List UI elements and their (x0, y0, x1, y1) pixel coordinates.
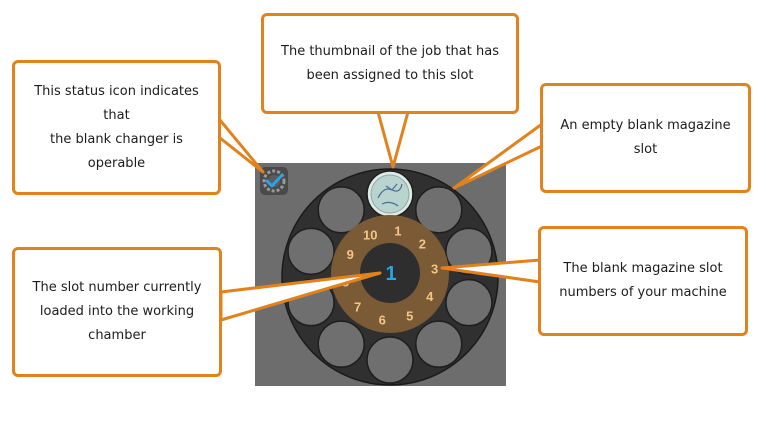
empty-magazine-slot[interactable] (415, 320, 463, 368)
check-gear-icon[interactable] (260, 167, 288, 195)
slot-number-label: 2 (419, 237, 426, 252)
callout-status-icon: This status icon indicates that the blan… (12, 60, 221, 195)
connector-status (213, 112, 265, 174)
empty-magazine-slot[interactable] (317, 186, 365, 234)
empty-magazine-slot[interactable] (317, 320, 365, 368)
slot-number-label: 3 (431, 262, 438, 277)
callout-empty-slot: An empty blank magazine slot (540, 83, 751, 193)
callout-current-slot-text: The slot number currently loaded into th… (32, 280, 202, 343)
slot-number-label: 7 (354, 299, 361, 314)
callout-slot-numbers-text: The blank magazine slot numbers of your … (559, 261, 727, 300)
empty-magazine-slot[interactable] (287, 227, 335, 276)
callout-slot-numbers: The blank magazine slot numbers of your … (538, 226, 748, 336)
callout-empty-slot-text: An empty blank magazine slot (560, 118, 731, 157)
empty-magazine-slot[interactable] (445, 227, 493, 276)
connector-empty-slot (452, 122, 544, 190)
empty-magazine-slot[interactable] (445, 278, 493, 327)
connector-slot-numbers (440, 258, 542, 284)
center-hub (360, 243, 420, 303)
slot-number-label: 1 (394, 224, 401, 239)
empty-magazine-slot[interactable] (415, 186, 463, 234)
slot-number-label: 5 (406, 308, 413, 323)
current-slot-number: 1 (385, 263, 396, 285)
job-thumbnail-icon (370, 174, 410, 214)
slot-number-label: 10 (363, 228, 377, 243)
slot-number-label: 4 (426, 289, 434, 304)
slot-number-label: 6 (379, 312, 386, 327)
slot-number-label: 9 (347, 247, 354, 262)
callout-current-slot: The slot number currently loaded into th… (12, 247, 222, 377)
callout-thumbnail-text: The thumbnail of the job that has been a… (281, 43, 499, 83)
empty-magazine-slot[interactable] (366, 336, 414, 384)
callout-thumbnail: The thumbnail of the job that has been a… (261, 13, 519, 114)
callout-status-icon-text: This status icon indicates that the blan… (34, 83, 199, 171)
connector-thumbnail (376, 110, 410, 169)
connector-current-slot (219, 271, 382, 322)
